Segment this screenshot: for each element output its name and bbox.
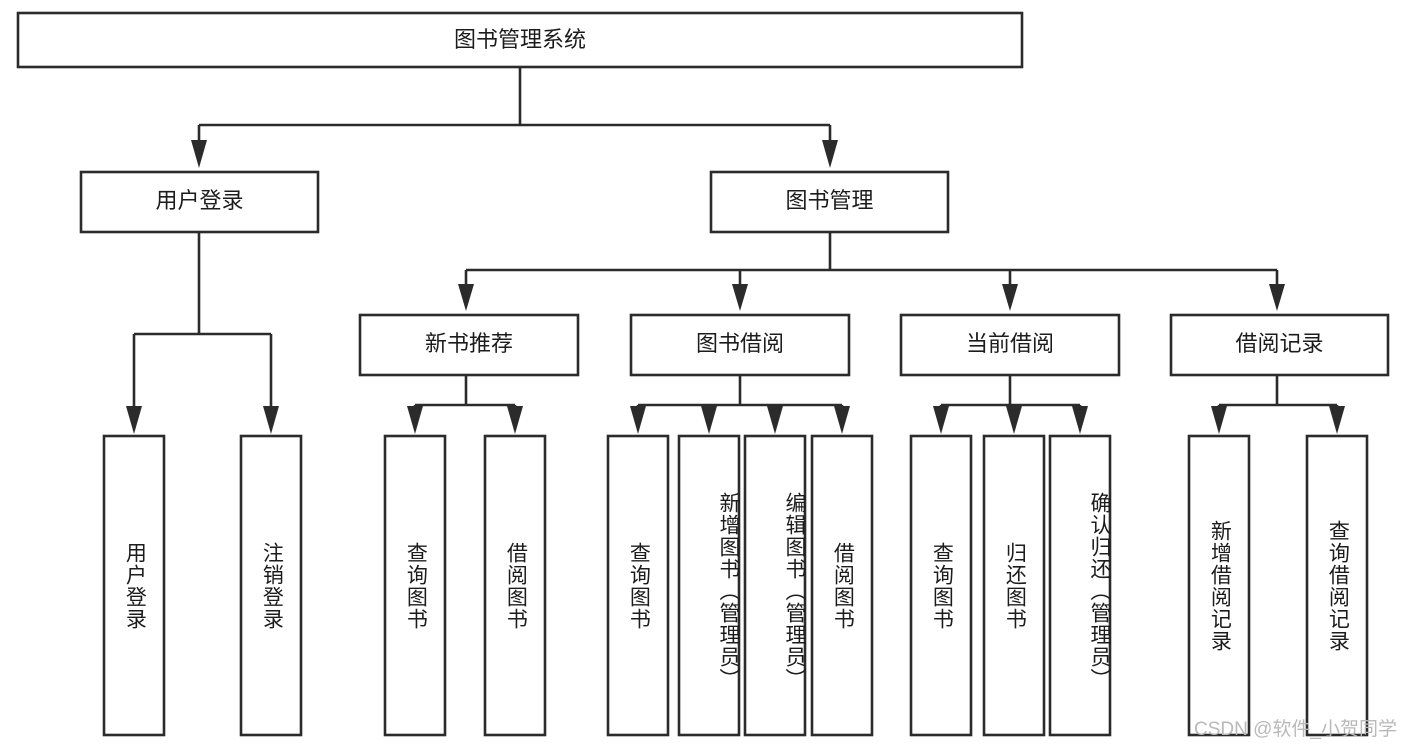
edge-group-user-login [126, 232, 279, 434]
node-current-borrow[interactable]: 当前借阅 [899, 313, 1121, 377]
edge-group-borrow [630, 375, 850, 434]
node-current-borrow-label: 当前借阅 [966, 331, 1054, 356]
leaf-box-query-record[interactable] [1305, 434, 1369, 737]
leaf-box-query-book-2[interactable] [606, 434, 670, 737]
csdn-watermark: CSDN @软件_小贺同学 [1194, 719, 1397, 740]
node-current-borrow-box[interactable] [899, 313, 1121, 377]
leaf-box-return-book[interactable] [982, 434, 1046, 737]
node-book-borrow[interactable]: 图书借阅 [629, 313, 851, 377]
arrowhead-to-borrow [732, 284, 748, 311]
arrowhead-to-records [1269, 284, 1285, 311]
node-book-management[interactable]: 图书管理 [709, 170, 950, 234]
node-user-login-box[interactable] [79, 170, 320, 234]
arrowhead-leaf-confirm-return [1072, 406, 1088, 434]
node-user-login-label: 用户登录 [155, 188, 243, 213]
node-root-system-box[interactable] [16, 11, 1024, 69]
leaf-box-query-book-3[interactable] [909, 434, 973, 737]
arrowhead-leaf-query-record [1329, 406, 1345, 434]
arrowhead-root-to-book-mgmt [822, 140, 838, 168]
leaf-box-borrow-book-2[interactable] [810, 434, 874, 737]
node-book-management-label: 图书管理 [785, 188, 873, 213]
leaf-box-user-login[interactable] [102, 434, 166, 737]
node-new-book-recommend[interactable]: 新书推荐 [358, 313, 580, 377]
leaf-box-add-record[interactable] [1187, 434, 1251, 737]
node-borrow-records-label: 借阅记录 [1235, 331, 1323, 356]
node-new-book-recommend-box[interactable] [358, 313, 580, 377]
leaf-box-edit-book[interactable] [743, 434, 807, 737]
arrowhead-leaf-logout [263, 406, 279, 434]
arrowhead-leaf-borrow-book-1 [507, 406, 523, 434]
node-user-login[interactable]: 用户登录 [79, 170, 320, 234]
node-root-system-label: 图书管理系统 [454, 27, 586, 52]
node-borrow-records[interactable]: 借阅记录 [1169, 313, 1390, 377]
node-book-management-box[interactable] [709, 170, 950, 234]
leaf-box-logout[interactable] [239, 434, 303, 737]
arrowhead-leaf-add-record [1211, 406, 1227, 434]
edge-group-root [191, 67, 838, 168]
leaf-box-confirm-return[interactable] [1048, 434, 1112, 737]
edge-group-newbook [407, 375, 523, 434]
edge-group-current [933, 375, 1088, 434]
edge-group-book-mgmt [458, 232, 1285, 311]
arrowhead-leaf-add-book [701, 406, 717, 434]
arrowhead-leaf-user-login [126, 406, 142, 434]
leaf-box-add-book[interactable] [677, 434, 741, 737]
arrowhead-leaf-query-book-1 [407, 406, 423, 434]
node-new-book-recommend-label: 新书推荐 [425, 331, 513, 356]
edge-group-records [1211, 375, 1345, 434]
node-book-borrow-box[interactable] [629, 313, 851, 377]
leaf-box-query-book-1[interactable] [383, 434, 447, 737]
arrowhead-leaf-borrow-book-2 [834, 406, 850, 434]
arrowhead-leaf-edit-book [767, 406, 783, 434]
arrowhead-root-to-user-login [191, 140, 207, 168]
arrowhead-to-current [1002, 284, 1018, 311]
arrowhead-leaf-return-book [1006, 406, 1022, 434]
node-book-borrow-label: 图书借阅 [696, 331, 784, 356]
arrowhead-leaf-query-book-3 [933, 406, 949, 434]
arrowhead-leaf-query-book-2 [630, 406, 646, 434]
node-borrow-records-box[interactable] [1169, 313, 1390, 377]
node-root-system[interactable]: 图书管理系统 [16, 11, 1024, 69]
arrowhead-to-newbook [458, 284, 474, 311]
leaf-box-borrow-book-1[interactable] [483, 434, 547, 737]
leaf-boxes [102, 434, 1369, 737]
